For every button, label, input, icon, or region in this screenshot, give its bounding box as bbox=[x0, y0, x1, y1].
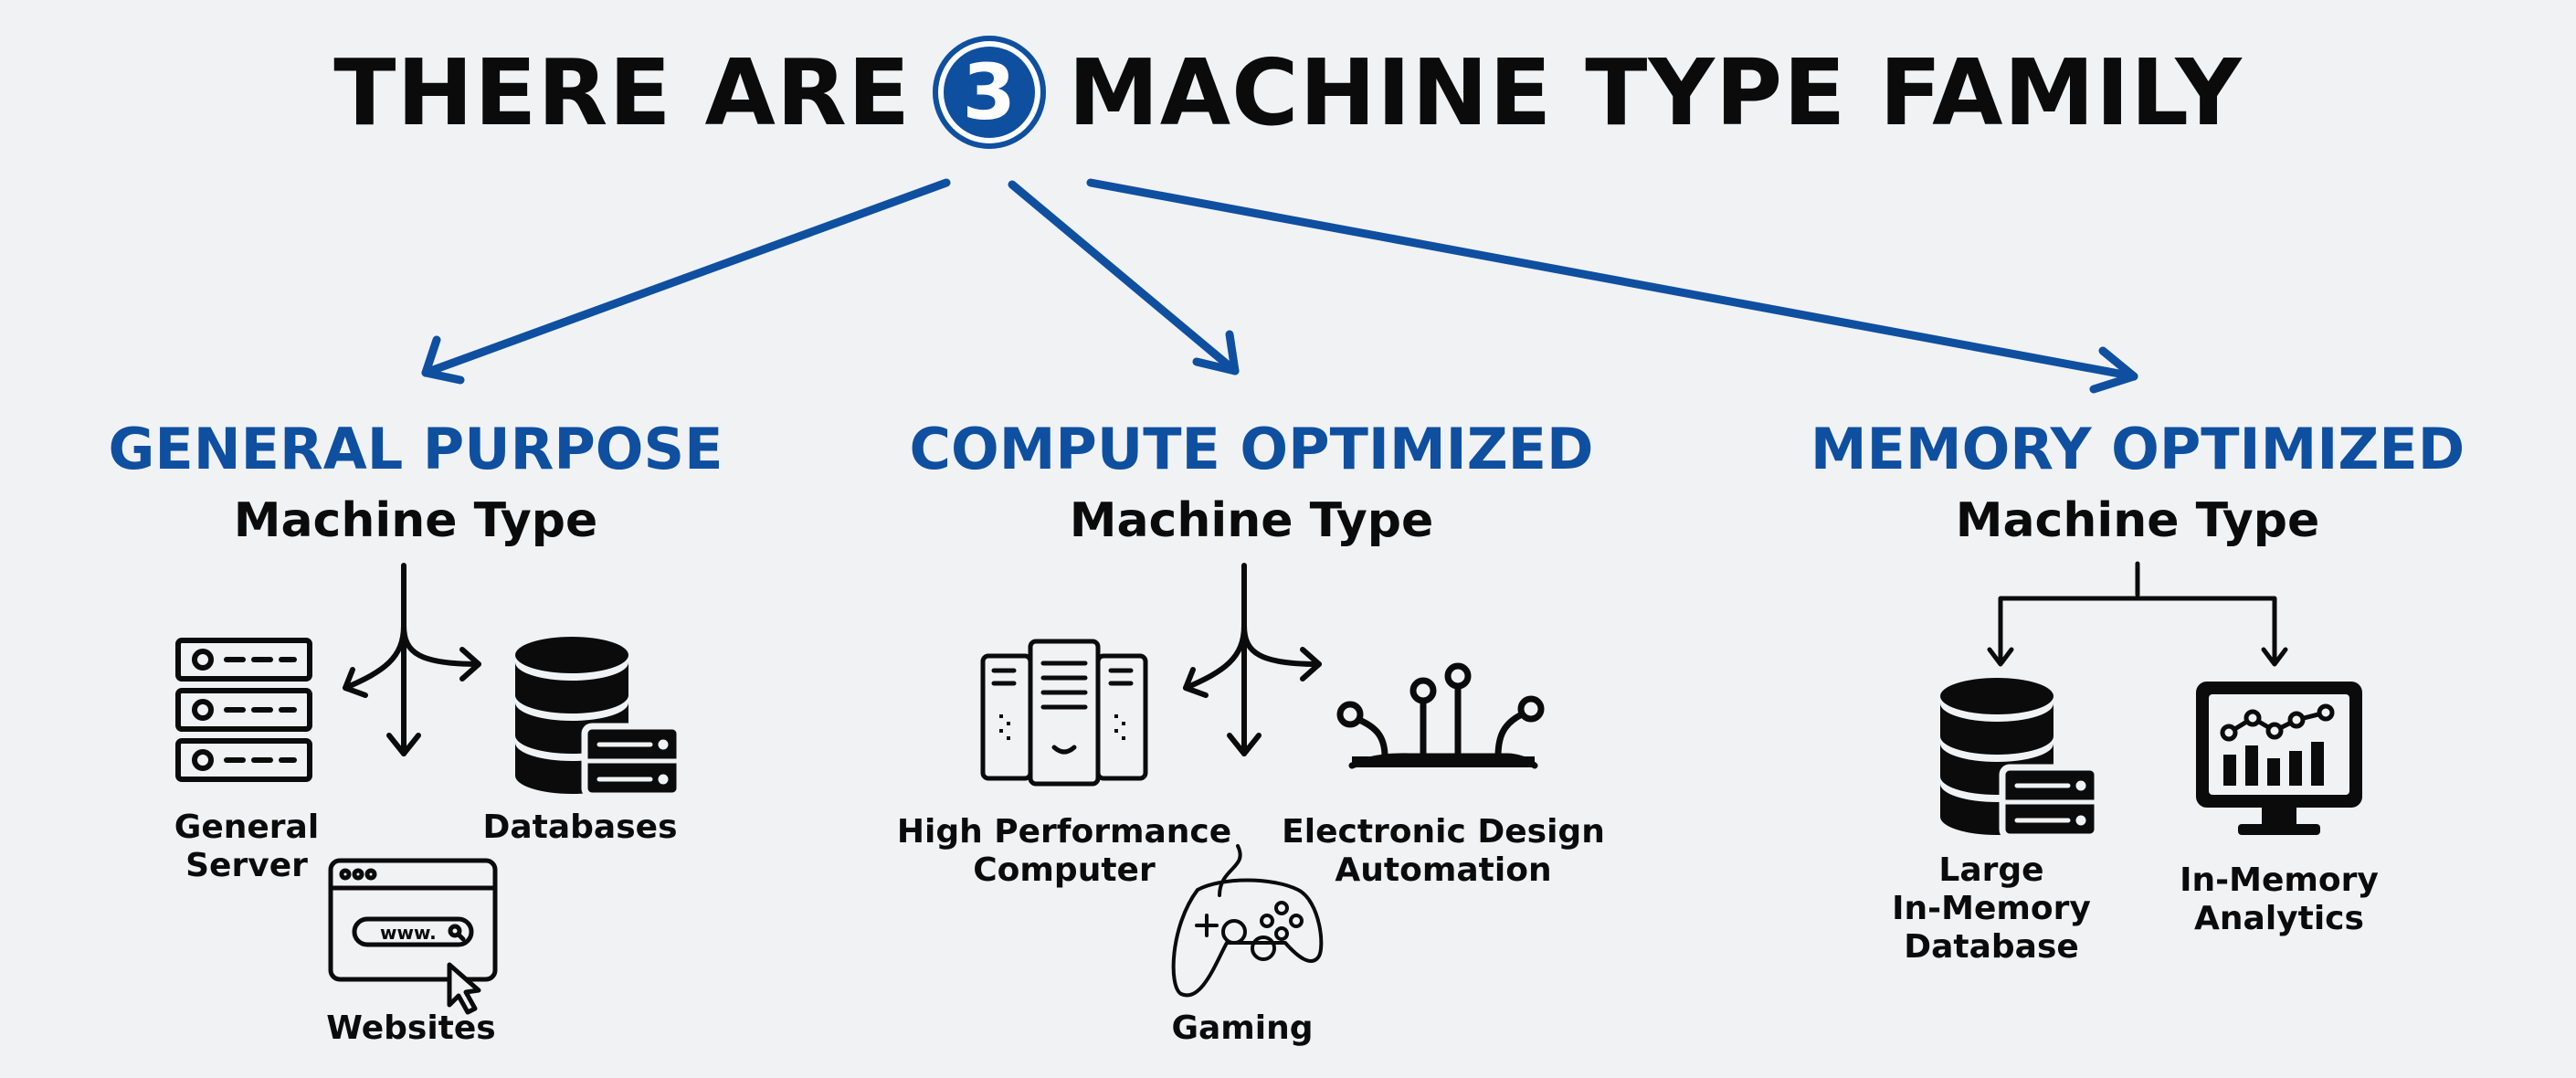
use-high-performance-computer-label: High Performance Computer bbox=[896, 813, 1232, 889]
circuit-icon bbox=[1336, 662, 1545, 769]
family-compute-optimized-name: COMPUTE OPTIMIZED bbox=[909, 416, 1594, 482]
svg-text:www.: www. bbox=[380, 922, 437, 944]
diagram-title: THERE ARE 3 MACHINE TYPE FAMILY bbox=[0, 33, 2576, 152]
title-prefix: THERE ARE bbox=[333, 38, 912, 146]
arrow-to-compute-optimized bbox=[1008, 180, 1240, 375]
family-memory-optimized-name: MEMORY OPTIMIZED bbox=[1810, 416, 2465, 482]
arrow-to-general-purpose bbox=[421, 178, 951, 377]
use-in-memory-analytics-label: In-Memory Analytics bbox=[2180, 861, 2379, 937]
use-large-in-memory-database-label: Large In-Memory Database bbox=[1892, 851, 2091, 966]
title-suffix: MACHINE TYPE FAMILY bbox=[1068, 38, 2243, 146]
family-general-purpose-name: GENERAL PURPOSE bbox=[108, 416, 723, 482]
server-rack-icon bbox=[175, 638, 312, 782]
title-number-badge: 3 bbox=[933, 36, 1047, 149]
use-websites-label: Websites bbox=[326, 1009, 496, 1047]
family-memory-optimized-subtitle: Machine Type bbox=[1955, 493, 2320, 548]
branch-arrows-icon bbox=[1183, 563, 1322, 756]
browser-window-icon: www. bbox=[328, 858, 498, 1015]
gamepad-icon bbox=[1171, 844, 1324, 998]
use-electronic-design-automation-label: Electronic Design Automation bbox=[1282, 813, 1605, 889]
family-compute-optimized-subtitle: Machine Type bbox=[1069, 493, 1434, 548]
use-gaming-label: Gaming bbox=[1171, 1009, 1314, 1047]
split-connector-icon bbox=[1987, 561, 2288, 667]
use-databases-label: Databases bbox=[482, 808, 678, 846]
family-general-purpose-subtitle: Machine Type bbox=[233, 493, 598, 548]
use-general-server-label: General Server bbox=[174, 808, 320, 884]
branch-arrows-icon bbox=[343, 563, 481, 756]
analytics-monitor-icon bbox=[2196, 682, 2362, 835]
database-icon bbox=[515, 637, 683, 799]
database-icon bbox=[1940, 678, 2101, 840]
arrow-to-memory-optimized bbox=[1086, 178, 2138, 381]
server-tower-icon bbox=[980, 639, 1148, 787]
